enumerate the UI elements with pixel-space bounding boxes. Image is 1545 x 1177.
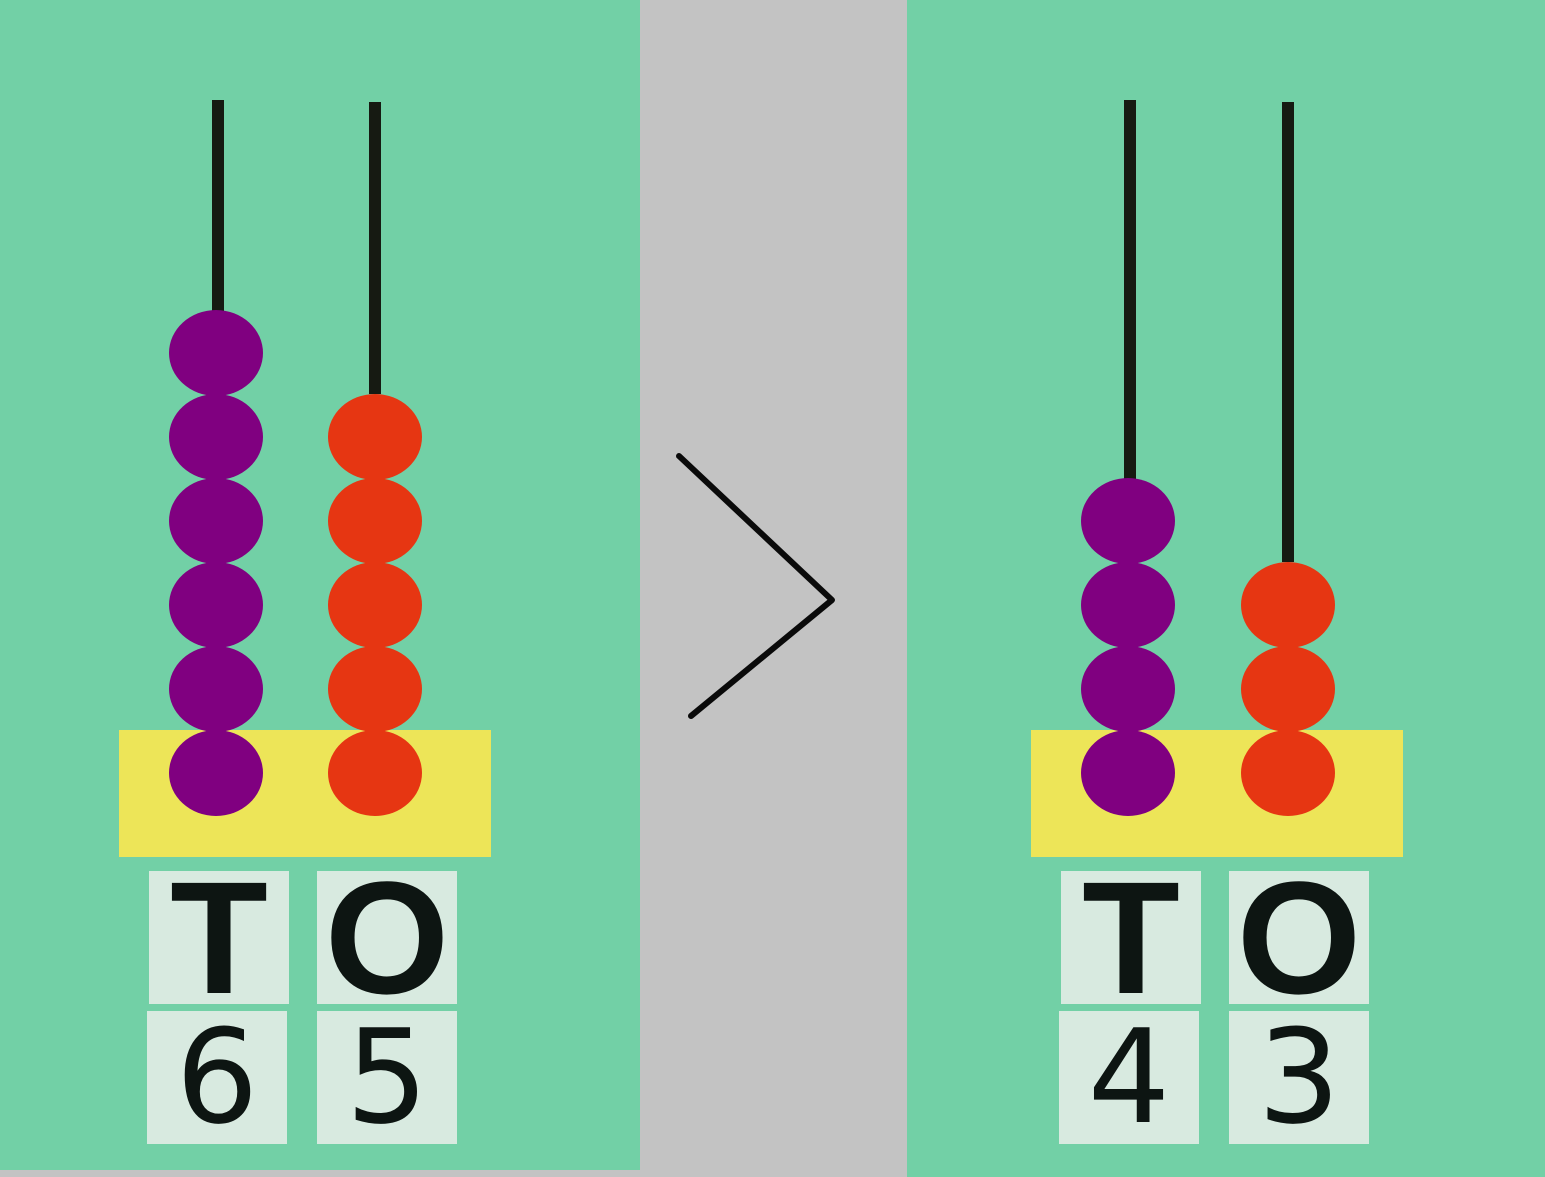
ones-rod — [369, 102, 381, 394]
tens-bead — [169, 562, 263, 648]
tens-bead — [1081, 562, 1175, 648]
ones-digit-card: 5 — [317, 1011, 457, 1144]
tens-bead — [169, 646, 263, 732]
ones-bead — [328, 394, 422, 480]
ones-bead — [328, 478, 422, 564]
tens-rod — [1124, 100, 1136, 485]
tens-bead — [1081, 478, 1175, 564]
tens-digit-card: 4 — [1059, 1011, 1199, 1144]
greater-than-sign — [676, 453, 835, 719]
ones-bead — [1241, 646, 1335, 732]
ones-digit-card: 3 — [1229, 1011, 1369, 1144]
ones-bead — [328, 646, 422, 732]
tens-label-card: T — [1061, 858, 1201, 1018]
ones-bead — [328, 562, 422, 648]
tens-rod — [212, 100, 224, 315]
ones-bead — [1241, 730, 1335, 816]
tens-bead — [1081, 646, 1175, 732]
ones-bead — [328, 730, 422, 816]
tens-bead — [169, 730, 263, 816]
tens-digit-card: 6 — [147, 1011, 287, 1144]
ones-label-card: O — [1229, 858, 1369, 1018]
tens-bead — [169, 310, 263, 396]
tens-bead — [1081, 730, 1175, 816]
ones-rod — [1282, 102, 1294, 562]
tens-bead — [169, 478, 263, 564]
left-abacus-panel: T O 6 5 — [0, 0, 640, 1170]
tens-label-card: T — [149, 858, 289, 1018]
ones-label-card: O — [317, 858, 457, 1018]
right-abacus-panel: T O 4 3 — [907, 0, 1545, 1177]
tens-bead — [169, 394, 263, 480]
ones-bead — [1241, 562, 1335, 648]
